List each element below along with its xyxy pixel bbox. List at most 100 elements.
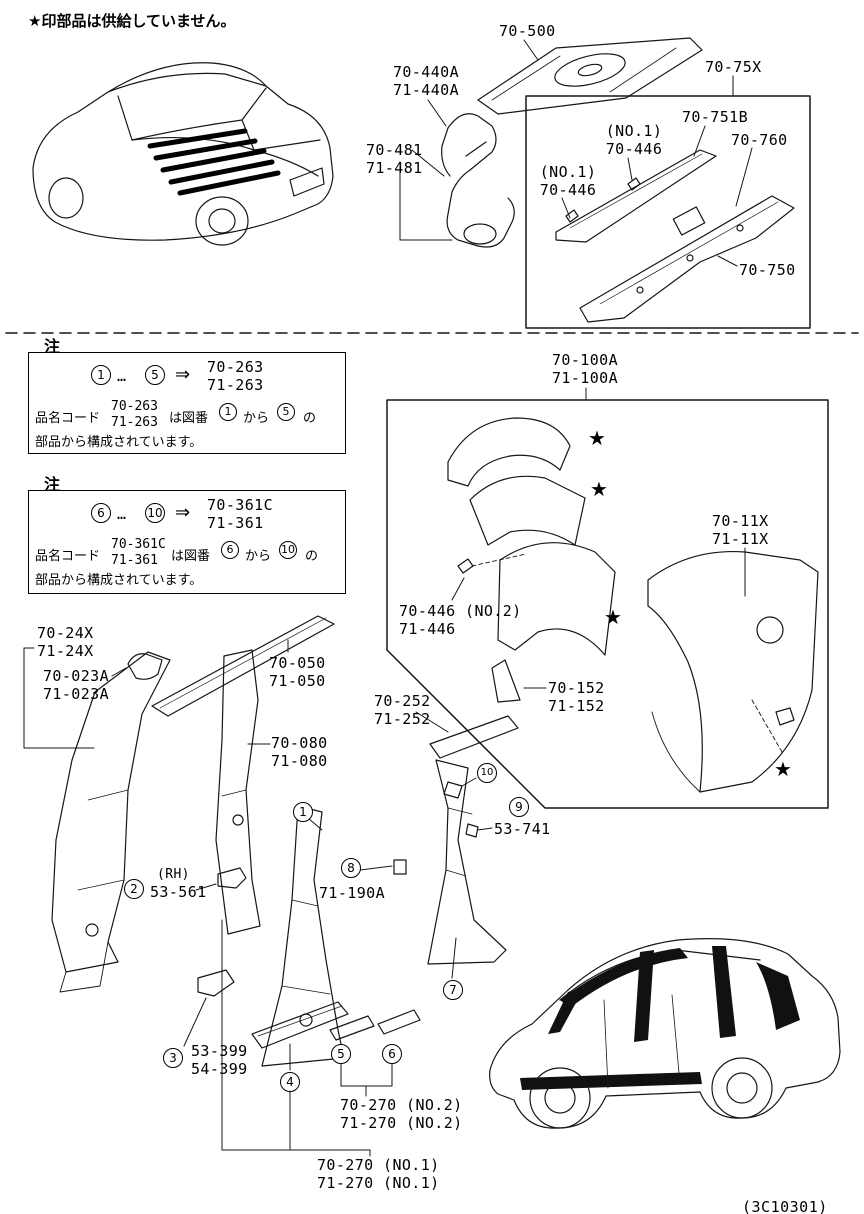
part-label-line: 71-252: [374, 710, 431, 728]
part-label-line: 70-252: [374, 692, 431, 710]
part-label-line: 54-399: [191, 1060, 248, 1078]
ellipsis: …: [117, 367, 128, 385]
note-box-2: 6 … 10 ⇒ 70-361C 71-361 品名コード 70-361C 71…: [28, 490, 346, 594]
part-label-line: 71-270 (NO.1): [317, 1174, 440, 1192]
part-rear-end-panels: [555, 149, 795, 323]
part-label-53-741: 53-741: [494, 820, 551, 838]
part-label-70-100A: 70-100A 71-100A: [552, 351, 618, 387]
rear-end-box: [525, 95, 811, 329]
part-label-70-080: 70-080 71-080: [271, 734, 328, 770]
part-label-line: 70-11X: [712, 512, 769, 530]
part-label-line: 70-023A: [43, 667, 110, 685]
part-label-70-440A: 70-440A 71-440A: [393, 63, 459, 99]
star-marker: ★: [588, 426, 606, 450]
circled-number-10: 10: [477, 763, 497, 783]
part-label-70-11X: 70-11X 71-11X: [712, 512, 769, 548]
part-label-70-750: 70-750: [739, 261, 796, 279]
part-label-line: 70-270 (NO.1): [317, 1156, 440, 1174]
part-label-line: 70-446: [605, 140, 663, 158]
circled-number-2: 2: [124, 879, 144, 899]
part-label-line: (NO.1): [539, 163, 597, 181]
part-label-line: 71-481: [366, 159, 423, 177]
circled-number: 1: [219, 403, 237, 421]
circled-number-1: 1: [293, 802, 313, 822]
part-label-53-399: 53-399 54-399: [191, 1042, 248, 1078]
part-label-line: 71-11X: [712, 530, 769, 548]
part-label-line: 53-399: [191, 1042, 248, 1060]
note-code-top-small: 70-263: [111, 399, 158, 414]
part-label-line: 70-050: [269, 654, 326, 672]
part-label-line: 70-446: [539, 181, 597, 199]
part-label-70-446-no2: 70-446 (NO.2) 71-446: [399, 602, 522, 638]
part-pillars: [51, 615, 519, 1067]
ellipsis: …: [117, 505, 128, 523]
part-label-70-500: 70-500: [499, 22, 556, 40]
part-label-53-561: 53-561: [150, 883, 207, 901]
note-mid: は図番: [169, 411, 209, 426]
circled-number: 6: [221, 541, 239, 559]
part-label-71-190A: 71-190A: [319, 884, 386, 902]
car-rear-view-art: [32, 62, 334, 246]
part-label-70-446-no1-right: (NO.1) 70-446: [602, 122, 666, 158]
circled-number: 6: [91, 503, 111, 523]
part-label-70-023A: 70-023A 71-023A: [43, 667, 109, 703]
part-label-line: 70-481: [366, 141, 423, 159]
part-rear-deck-panel: [477, 37, 703, 115]
note-tail: 部品から構成されています。: [35, 435, 203, 450]
part-label-line: 70-080: [271, 734, 328, 752]
part-label-70-050: 70-050 71-050: [269, 654, 326, 690]
part-label-line: 70-440A: [393, 63, 460, 81]
highlighted-side-panels: [520, 946, 800, 1090]
double-arrow: ⇒: [175, 364, 191, 385]
note-kara: から: [245, 549, 272, 564]
part-label-70-751B: 70-751B: [682, 108, 749, 126]
note-code-top-small: 70-361C: [111, 537, 166, 552]
part-label-70-252: 70-252 71-252: [374, 692, 431, 728]
part-label-line: 71-446: [399, 620, 456, 638]
circled-number: 1: [91, 365, 111, 385]
star-supply-note: ★印部品は供給していません。: [28, 12, 236, 30]
note-prefix: 品名コード: [35, 411, 101, 426]
circled-number-8: 8: [341, 858, 361, 878]
part-label-70-270-no2: 70-270 (NO.2) 71-270 (NO.2): [340, 1096, 463, 1132]
circled-number: 10: [145, 503, 165, 523]
part-label-line: 71-100A: [552, 369, 619, 387]
note-code-top: 70-361C: [207, 496, 274, 514]
note-title-1: 注: [44, 337, 61, 356]
circled-number-9: 9: [509, 797, 529, 817]
double-arrow: ⇒: [175, 502, 191, 523]
highlighted-rear-panel: [147, 128, 281, 196]
part-label-70-760: 70-760: [731, 131, 788, 149]
note-code-bottom-small: 71-361: [111, 553, 158, 568]
part-label-70-446-no1-left: (NO.1) 70-446: [536, 163, 600, 199]
side-structure-box: [386, 399, 829, 809]
part-label-70-75X: 70-75X: [705, 58, 762, 76]
part-label-line: 70-152: [548, 679, 605, 697]
part-side-structure: [447, 417, 819, 793]
star-marker: ★: [590, 477, 608, 501]
star-marker: ★: [774, 757, 792, 781]
note-box-1: 1 … 5 ⇒ 70-263 71-263 品名コード 70-263 71-26…: [28, 352, 346, 454]
part-bracket-440A: [441, 113, 515, 248]
part-label-line: 71-152: [548, 697, 605, 715]
note-prefix: 品名コード: [35, 549, 101, 564]
part-label-line: 70-24X: [37, 624, 94, 642]
circled-number: 5: [145, 365, 165, 385]
circled-number: 5: [277, 403, 295, 421]
note-mid: は図番: [171, 549, 211, 564]
circled-number-7: 7: [443, 980, 463, 1000]
note-code-bottom-small: 71-263: [111, 415, 158, 430]
circled-number-6: 6: [382, 1044, 402, 1064]
note-tail: 部品から構成されています。: [35, 573, 203, 588]
note-code-bottom: 71-361: [207, 514, 264, 532]
part-label-line: 71-050: [269, 672, 326, 690]
part-label-line: 71-440A: [393, 81, 460, 99]
part-label-line: 71-24X: [37, 642, 94, 660]
part-label-70-24X: 70-24X 71-24X: [37, 624, 94, 660]
car-side-view-art: [489, 938, 841, 1129]
part-label-line: 70-100A: [552, 351, 619, 369]
note-no: の: [305, 549, 319, 564]
part-label-70-152: 70-152 71-152: [548, 679, 605, 715]
